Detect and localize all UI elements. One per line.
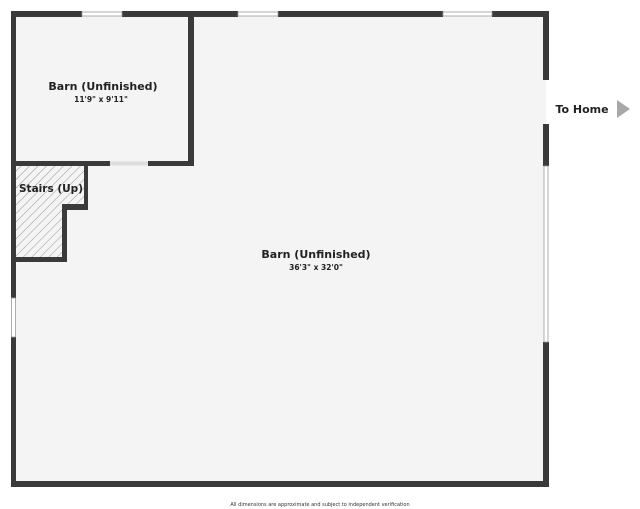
windows — [11, 11, 549, 343]
footer-note: All dimensions are approximate and subje… — [230, 502, 409, 508]
room-label: Barn (Unfinished) — [48, 80, 157, 93]
stairs-label: Stairs (Up) — [19, 183, 83, 195]
walls — [11, 11, 549, 487]
room-dimensions: 36'3" x 32'0" — [289, 263, 343, 272]
floor-area — [14, 14, 546, 484]
room-dimensions: 11'9" x 9'11" — [74, 95, 128, 104]
stairs-area — [16, 166, 88, 260]
arrow-right-icon — [617, 100, 630, 118]
exit-label: To Home — [555, 103, 608, 116]
room-label: Barn (Unfinished) — [261, 248, 370, 261]
